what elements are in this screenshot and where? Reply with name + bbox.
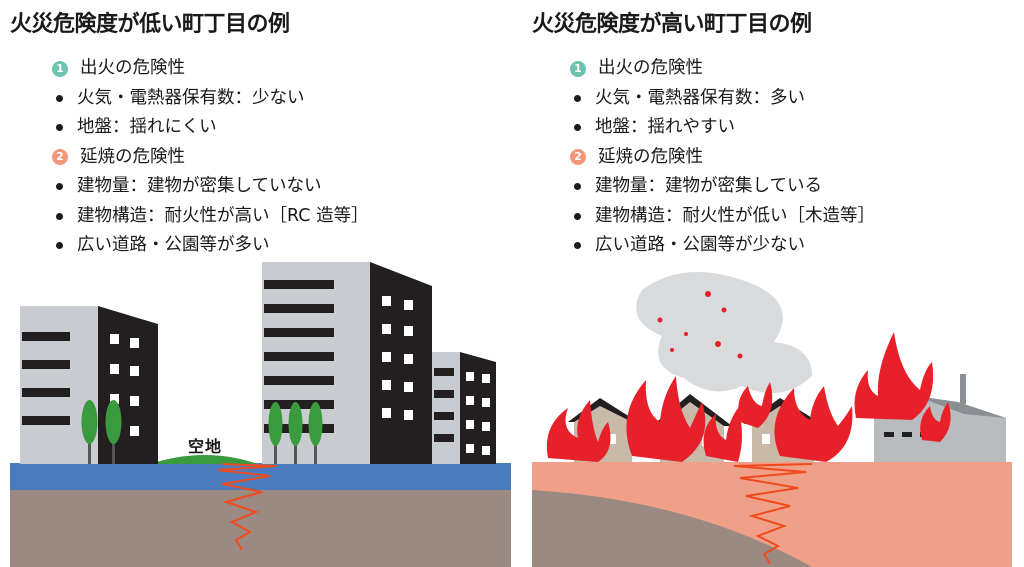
soil-layer bbox=[10, 490, 512, 567]
flame-icon bbox=[703, 408, 742, 462]
list-item: 建物量：建物が密集していない bbox=[52, 172, 369, 202]
number-circle-icon: 1 bbox=[52, 60, 68, 77]
list-item: 地盤：揺れにくい bbox=[52, 113, 369, 143]
number-circle-icon: 1 bbox=[570, 60, 586, 77]
low-risk-illustration bbox=[10, 262, 512, 567]
list-item: 広い道路・公園等が多い bbox=[52, 231, 369, 261]
bullet-dot-icon bbox=[574, 124, 581, 132]
bullet-dot-icon bbox=[574, 183, 581, 191]
building-icon bbox=[432, 352, 496, 464]
list-item: 火気・電熱器保有数：少ない bbox=[52, 84, 369, 114]
low-risk-scene: 空地 bbox=[0, 250, 512, 567]
high-risk-illustration bbox=[532, 272, 1012, 567]
list-item: 火気・電熱器保有数：多い bbox=[570, 84, 875, 114]
tree-icon bbox=[268, 402, 283, 464]
high-risk-scene bbox=[512, 250, 1024, 567]
seismic-wave-icon bbox=[733, 463, 813, 565]
flame-icon bbox=[546, 400, 611, 462]
panel-divider bbox=[511, 455, 513, 567]
list-item: 建物構造：耐火性が低い［木造等］ bbox=[570, 202, 875, 232]
tree-icon bbox=[81, 400, 98, 464]
bullet-dot-icon bbox=[574, 212, 581, 220]
list-item: 広い道路・公園等が少ない bbox=[570, 231, 875, 261]
tree-icon bbox=[288, 402, 303, 464]
building-icon bbox=[20, 306, 158, 464]
bullet-dot-icon bbox=[56, 124, 63, 132]
open-space-mound bbox=[150, 455, 258, 464]
bullet-dot-icon bbox=[56, 242, 63, 250]
flame-icon bbox=[626, 376, 706, 462]
bullet-dot-icon bbox=[574, 242, 581, 250]
tree-icon bbox=[105, 400, 122, 464]
list-item: 地盤：揺れやすい bbox=[570, 113, 875, 143]
flame-icon bbox=[774, 386, 853, 462]
building-icon bbox=[262, 262, 432, 464]
list-item: 建物構造：耐火性が高い［RC 造等］ bbox=[52, 202, 369, 232]
seismic-wave-icon bbox=[217, 463, 277, 551]
bullet-dot-icon bbox=[56, 94, 63, 102]
tree-icon bbox=[308, 402, 323, 464]
flame-icon bbox=[738, 382, 773, 428]
bullet-dot-icon bbox=[56, 183, 63, 191]
flame-icon bbox=[920, 402, 951, 442]
list-item: 建物量：建物が密集している bbox=[570, 172, 875, 202]
low-risk-title: 火災危険度が低い町丁目の例 bbox=[10, 12, 290, 37]
number-circle-icon: 2 bbox=[52, 149, 68, 166]
high-risk-title: 火災危険度が高い町丁目の例 bbox=[532, 12, 812, 37]
smoke-icon bbox=[636, 272, 812, 394]
open-space-label: 空地 bbox=[188, 437, 223, 456]
number-circle-icon: 2 bbox=[570, 149, 586, 166]
flame-icon bbox=[854, 332, 934, 420]
bullet-dot-icon bbox=[56, 212, 63, 220]
bullet-dot-icon bbox=[574, 94, 581, 102]
soil-layer bbox=[532, 490, 812, 567]
